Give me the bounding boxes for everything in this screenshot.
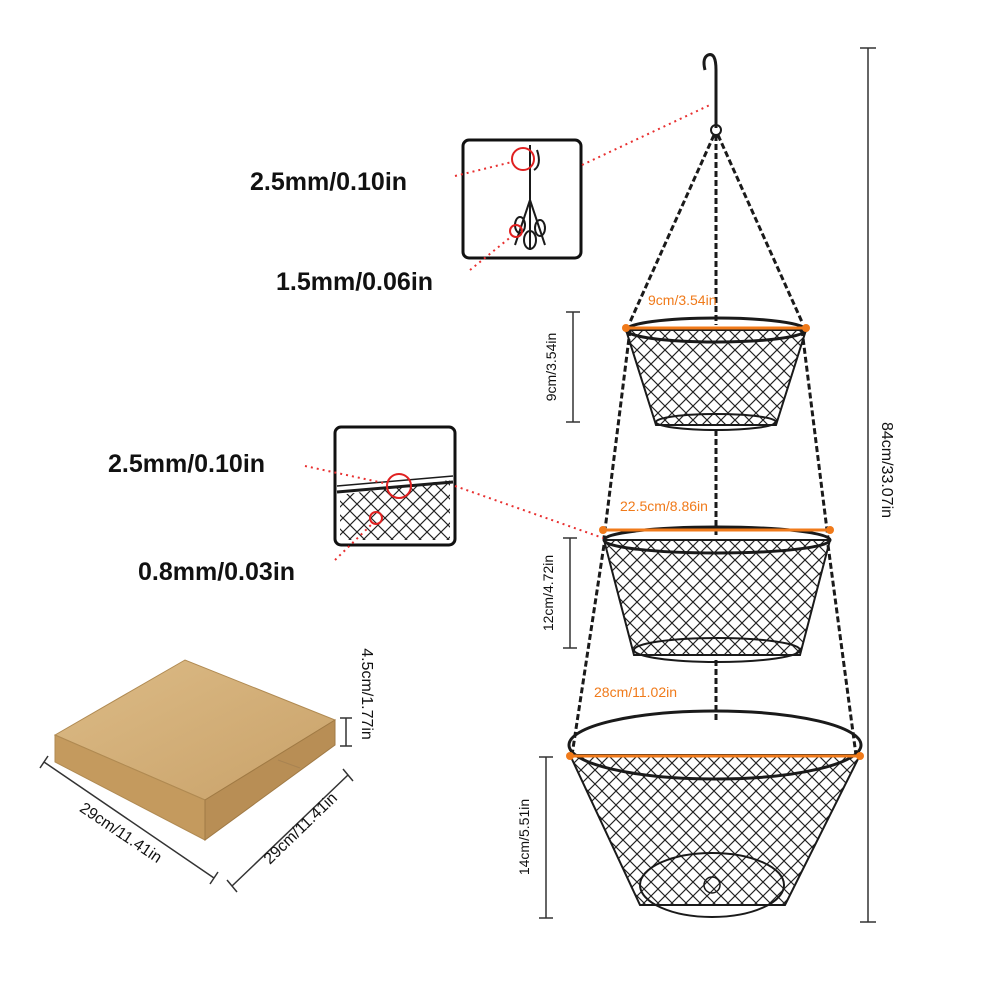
bottom-diameter-label: 28cm/11.02in <box>594 684 677 700</box>
rim-callout-leaders <box>304 465 604 561</box>
packaging-box <box>53 659 337 841</box>
chain-link-callout-label: 1.5mm/0.06in <box>276 268 433 296</box>
bottom-height-label: 14cm/5.51in <box>516 799 532 875</box>
middle-diameter-label: 22.5cm/8.86in <box>620 498 708 514</box>
hook-detail-callout <box>461 138 583 260</box>
total-height-label: 84cm/33.07in <box>878 422 895 518</box>
diameter-marker-ends <box>566 324 864 760</box>
top-height-label: 9cm/3.54in <box>543 333 559 401</box>
top-diameter-label: 9cm/3.54in <box>648 292 716 308</box>
hook-wire-callout-label: 2.5mm/0.10in <box>250 168 407 196</box>
box-width-label: 29cm/11.41in <box>261 790 341 868</box>
middle-height-label: 12cm/4.72in <box>540 555 556 631</box>
box-dimension-lines <box>39 717 354 893</box>
diameter-markers <box>570 326 860 758</box>
hanging-basket: 9cm/3.54in 22.5cm/8.86in 28cm/11.02in <box>566 53 864 918</box>
bottom-basket <box>567 709 863 918</box>
mesh-wire-callout-label: 0.8mm/0.03in <box>138 558 295 586</box>
middle-basket <box>602 525 832 663</box>
rim-detail-callout <box>333 425 457 547</box>
box-height-label: 4.5cm/1.77in <box>358 648 375 740</box>
hook-callout-leaders <box>454 103 713 271</box>
top-basket <box>624 316 808 431</box>
hook <box>702 53 718 128</box>
height-dimension-lines <box>539 47 876 923</box>
rim-wire-callout-label: 2.5mm/0.10in <box>108 450 265 478</box>
